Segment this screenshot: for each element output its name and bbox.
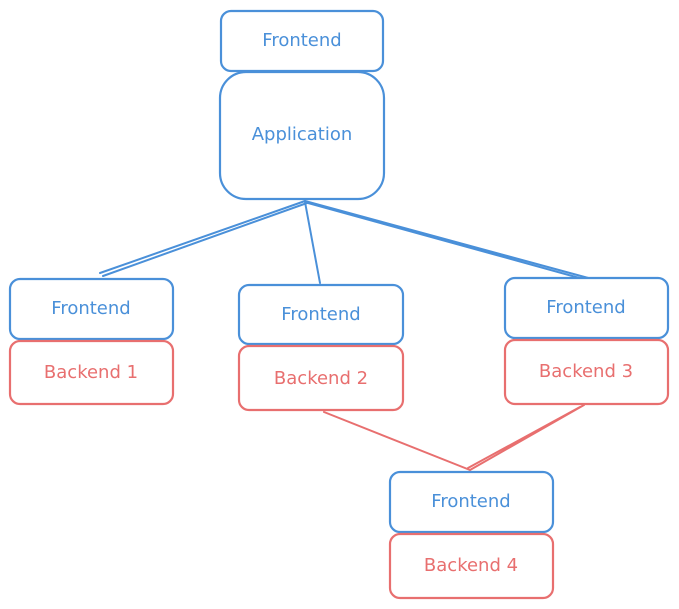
node-1-frontend-label: Frontend [51, 298, 130, 319]
top-frontend-label: Frontend [262, 30, 341, 51]
node-2: Frontend Backend 2 [237, 283, 405, 412]
node-1: Frontend Backend 1 [8, 277, 175, 406]
connector-backend-2-to-frontend-4 [323, 411, 471, 471]
node-2-backend-box: Backend 2 [237, 344, 405, 412]
node-2-backend-label: Backend 2 [274, 368, 368, 389]
connector-app-to-frontend-2 [304, 201, 321, 284]
node-3-backend-label: Backend 3 [539, 361, 633, 382]
connector-app-to-frontend-3 [304, 200, 595, 283]
connector-backend-3-to-frontend-4 [467, 404, 585, 471]
node-3: Frontend Backend 3 [503, 276, 670, 406]
node-1-backend-box: Backend 1 [8, 339, 175, 406]
top-stack: Frontend Application [218, 9, 386, 201]
node-2-frontend-label: Frontend [281, 304, 360, 325]
node-2-frontend-box: Frontend [237, 283, 405, 346]
node-3-backend-box: Backend 3 [503, 338, 670, 406]
node-3-frontend-label: Frontend [546, 297, 625, 318]
top-frontend-box: Frontend [219, 9, 385, 73]
application-label: Application [252, 124, 353, 145]
app-connectors [99, 200, 595, 284]
node-4-frontend-label: Frontend [431, 491, 510, 512]
node-4-backend-label: Backend 4 [424, 555, 518, 576]
node-4-backend-box: Backend 4 [388, 532, 555, 600]
application-box: Application [218, 70, 386, 201]
node-4-frontend-box: Frontend [388, 470, 555, 534]
node-1-backend-label: Backend 1 [44, 362, 138, 383]
backend-connectors [323, 404, 585, 471]
connector-app-to-frontend-1 [99, 200, 308, 277]
node-1-frontend-box: Frontend [8, 277, 175, 341]
node-3-frontend-box: Frontend [503, 276, 670, 340]
node-4: Frontend Backend 4 [388, 470, 555, 600]
